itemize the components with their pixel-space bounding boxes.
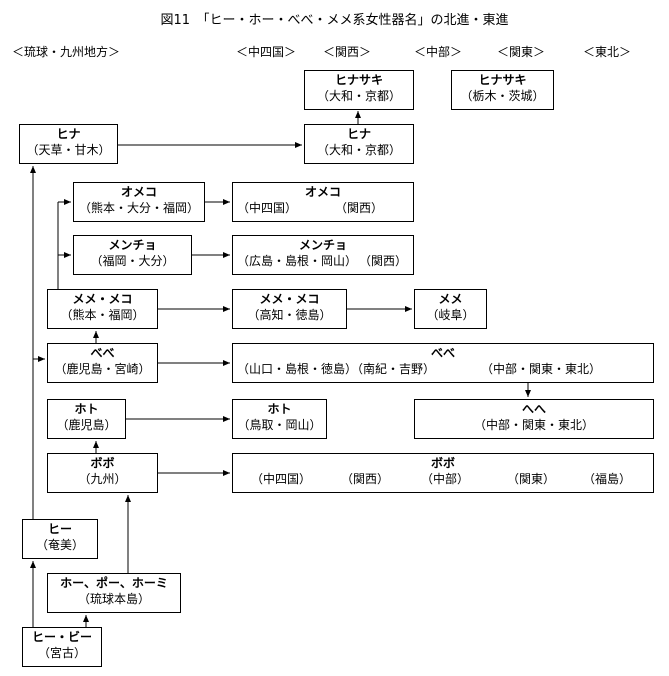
box-place: （山口・島根・徳島）（南紀・吉野） <box>237 362 436 376</box>
box-meme-gifu: メメ （岐阜） <box>414 289 487 329</box>
box-place: （福島） <box>583 472 632 486</box>
box-place: （岐阜） <box>426 308 475 322</box>
box-hina-kinki: ヒナ （大和・京都） <box>304 124 414 164</box>
box-hinasaki-kinki: ヒナサキ （大和・京都） <box>304 70 414 110</box>
box-place: （大和・京都） <box>316 89 401 103</box>
box-place: （中部・関東・東北） <box>481 362 602 376</box>
box-place: （琉球本島） <box>77 592 150 606</box>
box-hoo-ryukyu: ホー、ポー、ホーミ （琉球本島） <box>47 573 181 613</box>
box-place: （九州） <box>78 472 127 486</box>
box-hehe: へへ （中部・関東・東北） <box>414 399 654 439</box>
box-label: ホト <box>267 402 292 416</box>
box-label: オメコ <box>304 185 341 199</box>
box-place: （奄美） <box>35 538 84 552</box>
box-label: ホー、ポー、ホーミ <box>60 576 168 590</box>
box-place: （中部・関東・東北） <box>473 418 594 432</box>
box-label: ヒー <box>47 522 72 536</box>
box-meme-shikoku: メメ・メコ （高知・徳島） <box>232 289 347 329</box>
box-place: （栃木・茨城） <box>460 89 545 103</box>
box-label: べべ <box>430 346 455 360</box>
box-omeko-kyushu: オメコ （熊本・大分・福岡） <box>73 182 205 222</box>
box-meme-kyushu: メメ・メコ （熊本・福岡） <box>47 289 158 329</box>
box-place: （関西） <box>335 201 384 215</box>
box-label: メンチョ <box>298 238 347 252</box>
box-place: （宮古） <box>37 646 86 660</box>
box-hoto-kyushu: ホト （鹿児島） <box>47 399 126 439</box>
box-place: （大和・京都） <box>316 143 401 157</box>
box-bebe-kyushu: べべ （鹿児島・宮崎） <box>47 343 158 383</box>
region-tohoku: ＜東北＞ <box>583 45 632 59</box>
box-label: ヒナサキ <box>334 73 383 87</box>
box-omeko-west: オメコ （中四国） （関西） <box>232 182 414 222</box>
box-hinasaki-east: ヒナサキ （栃木・茨城） <box>451 70 554 110</box>
box-label: ヒー・ビー <box>31 630 92 644</box>
box-bobo-kyushu: ボボ （九州） <box>47 453 158 493</box>
box-label: オメコ <box>120 185 157 199</box>
region-kanto: ＜関東＞ <box>497 45 546 59</box>
box-place: （鹿児島・宮崎） <box>54 362 151 376</box>
box-label: メメ <box>438 292 463 306</box>
box-bobo-wide: ボボ （中四国） （関西） （中部） （関東） （福島） <box>232 453 654 493</box>
box-place: （鳥取・岡山） <box>237 418 322 432</box>
box-hina-kyushu: ヒナ （天草・甘木） <box>19 124 118 164</box>
box-label: べべ <box>90 346 115 360</box>
box-label: ボボ <box>90 456 115 470</box>
box-label: へへ <box>521 402 546 416</box>
box-label: ヒナ <box>56 127 81 141</box>
box-place: （天草・甘木） <box>26 143 111 157</box>
box-place: （広島・島根・岡山） <box>237 254 358 268</box>
figure-title: 図11 「ヒー・ホー・べべ・メメ系女性器名」の北進・東進 <box>160 13 509 28</box>
box-place: （関東） <box>507 472 556 486</box>
box-place: （中部） <box>421 472 470 486</box>
region-chushikoku: ＜中四国＞ <box>236 45 297 59</box>
box-place: （関西） <box>341 472 390 486</box>
box-place: （鹿児島） <box>56 418 117 432</box>
box-place: （関西） <box>359 254 408 268</box>
box-hoto-west: ホト （鳥取・岡山） <box>232 399 327 439</box>
box-menchyo-west: メンチョ （広島・島根・岡山） （関西） <box>232 235 414 275</box>
box-place: （中四国） <box>251 472 312 486</box>
box-bebe-wide: べべ （山口・島根・徳島）（南紀・吉野） （中部・関東・東北） <box>232 343 654 383</box>
box-label: メンチョ <box>108 238 157 252</box>
box-label: ホト <box>74 402 99 416</box>
box-label: ボボ <box>430 456 455 470</box>
region-chubu: ＜中部＞ <box>414 45 463 59</box>
box-menchyo-kyushu: メンチョ （福岡・大分） <box>73 235 192 275</box>
box-hii-amami: ヒー （奄美） <box>22 519 98 559</box>
box-place: （中四国） <box>237 201 298 215</box>
region-kansai: ＜関西＞ <box>323 45 372 59</box>
box-label: メメ・メコ <box>259 292 320 306</box>
box-place: （高知・徳島） <box>247 308 332 322</box>
box-place: （熊本・大分・福岡） <box>78 201 199 215</box>
box-place: （熊本・福岡） <box>60 308 145 322</box>
region-ryukyu-kyushu: ＜琉球・九州地方＞ <box>12 45 121 59</box>
box-label: ヒナ <box>346 127 371 141</box>
box-label: メメ・メコ <box>72 292 133 306</box>
box-place: （福岡・大分） <box>90 254 175 268</box>
box-hii-miyako: ヒー・ビー （宮古） <box>22 627 102 667</box>
box-label: ヒナサキ <box>478 73 527 87</box>
